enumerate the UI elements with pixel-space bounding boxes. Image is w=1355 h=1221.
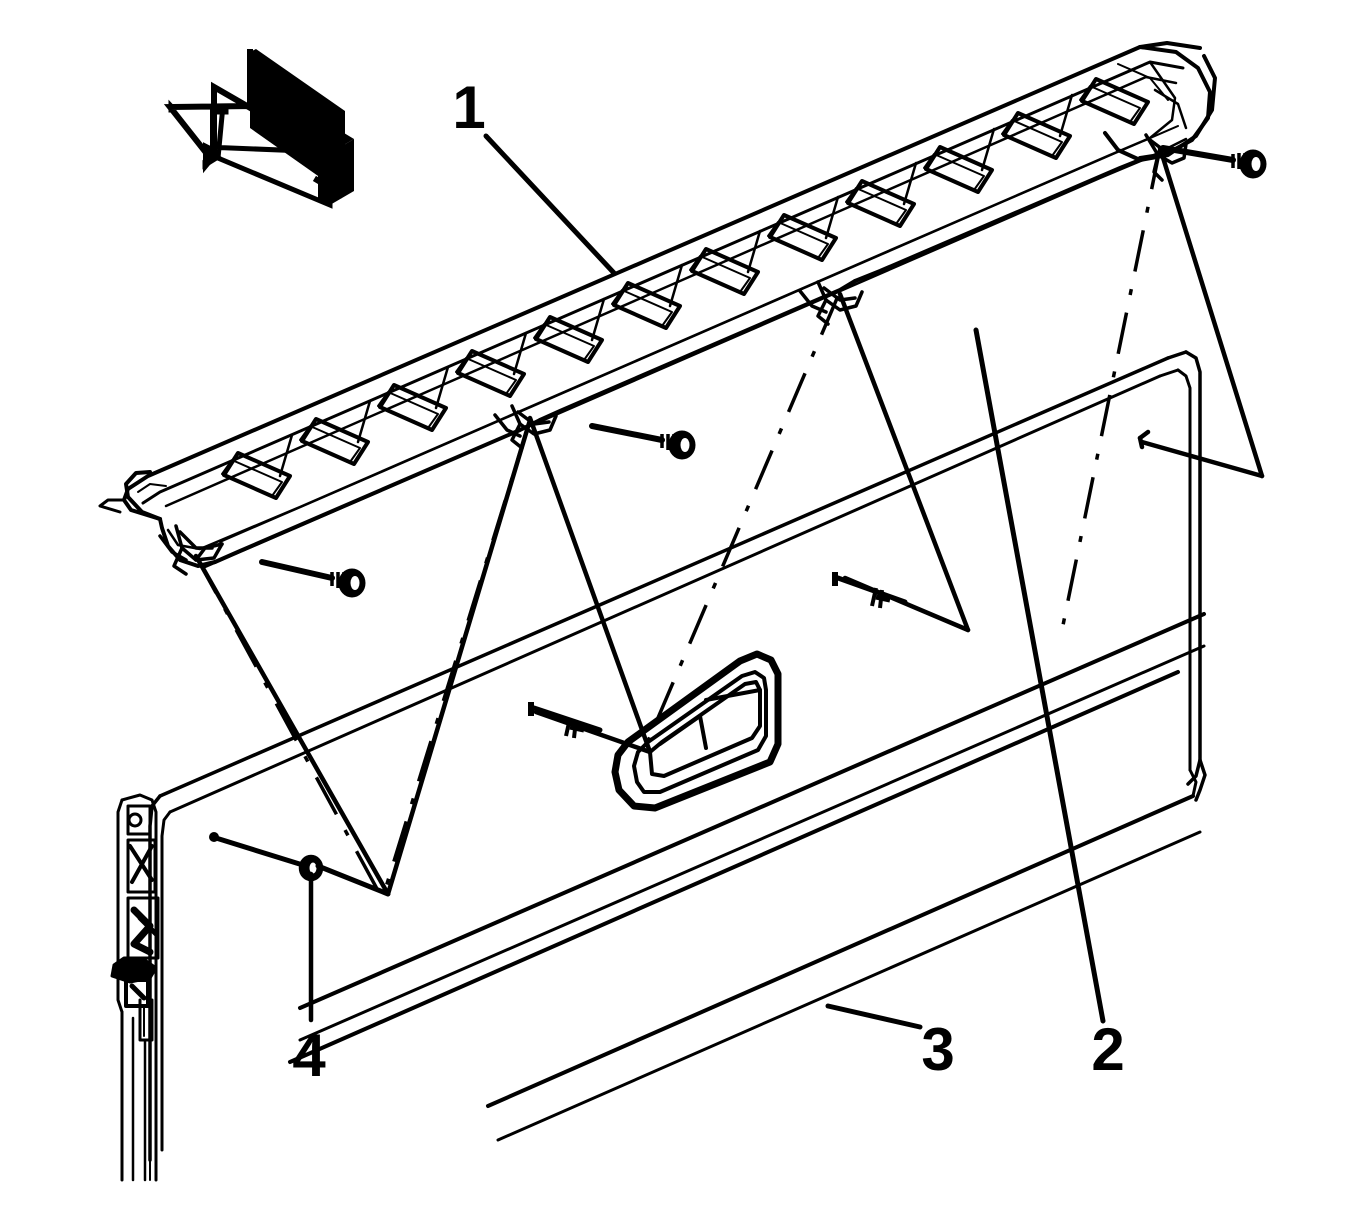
leader-handle-b <box>533 709 653 755</box>
pin-right-panel <box>832 572 908 609</box>
callout-leader-2 <box>973 327 1106 1024</box>
callout-numbers: 1 2 3 4 <box>292 74 1124 1089</box>
leader-right-a <box>1157 145 1265 479</box>
bolt-mid-rail <box>589 423 696 460</box>
pin-left-panel <box>209 832 391 1023</box>
tailgate-outer-panel <box>148 350 1207 1162</box>
callout-label-4: 4 <box>292 1022 326 1089</box>
tailgate-handle-inner <box>632 670 768 794</box>
cap-rib-slot-highlights <box>221 85 1141 497</box>
leader-mid-a <box>837 291 971 633</box>
leader-handle <box>527 415 653 755</box>
callout-leader-1 <box>483 133 617 276</box>
leader-left-b <box>385 417 533 897</box>
pin-handle-area <box>528 702 603 739</box>
leader-right-b <box>1139 439 1265 479</box>
forward-direction-arrow <box>163 49 354 209</box>
bolt-left-rail <box>259 559 366 598</box>
leader-left-a <box>193 553 391 897</box>
bolt-top-right <box>1160 145 1267 179</box>
callout-label-1: 1 <box>452 74 485 141</box>
callout-leader-3 <box>825 1003 923 1030</box>
leader-lines <box>193 145 1265 897</box>
cap-rib-slots <box>222 77 1150 500</box>
callout-label-2: 2 <box>1091 1016 1124 1083</box>
callout-leaders <box>483 133 1106 1030</box>
fasteners <box>209 145 1267 1023</box>
tailgate-left-hinge-latch-edge <box>110 793 160 1182</box>
callout-label-3: 3 <box>921 1016 954 1083</box>
panel-pointer-tick <box>1137 429 1151 450</box>
tailgate-handle-bezel <box>611 650 782 812</box>
